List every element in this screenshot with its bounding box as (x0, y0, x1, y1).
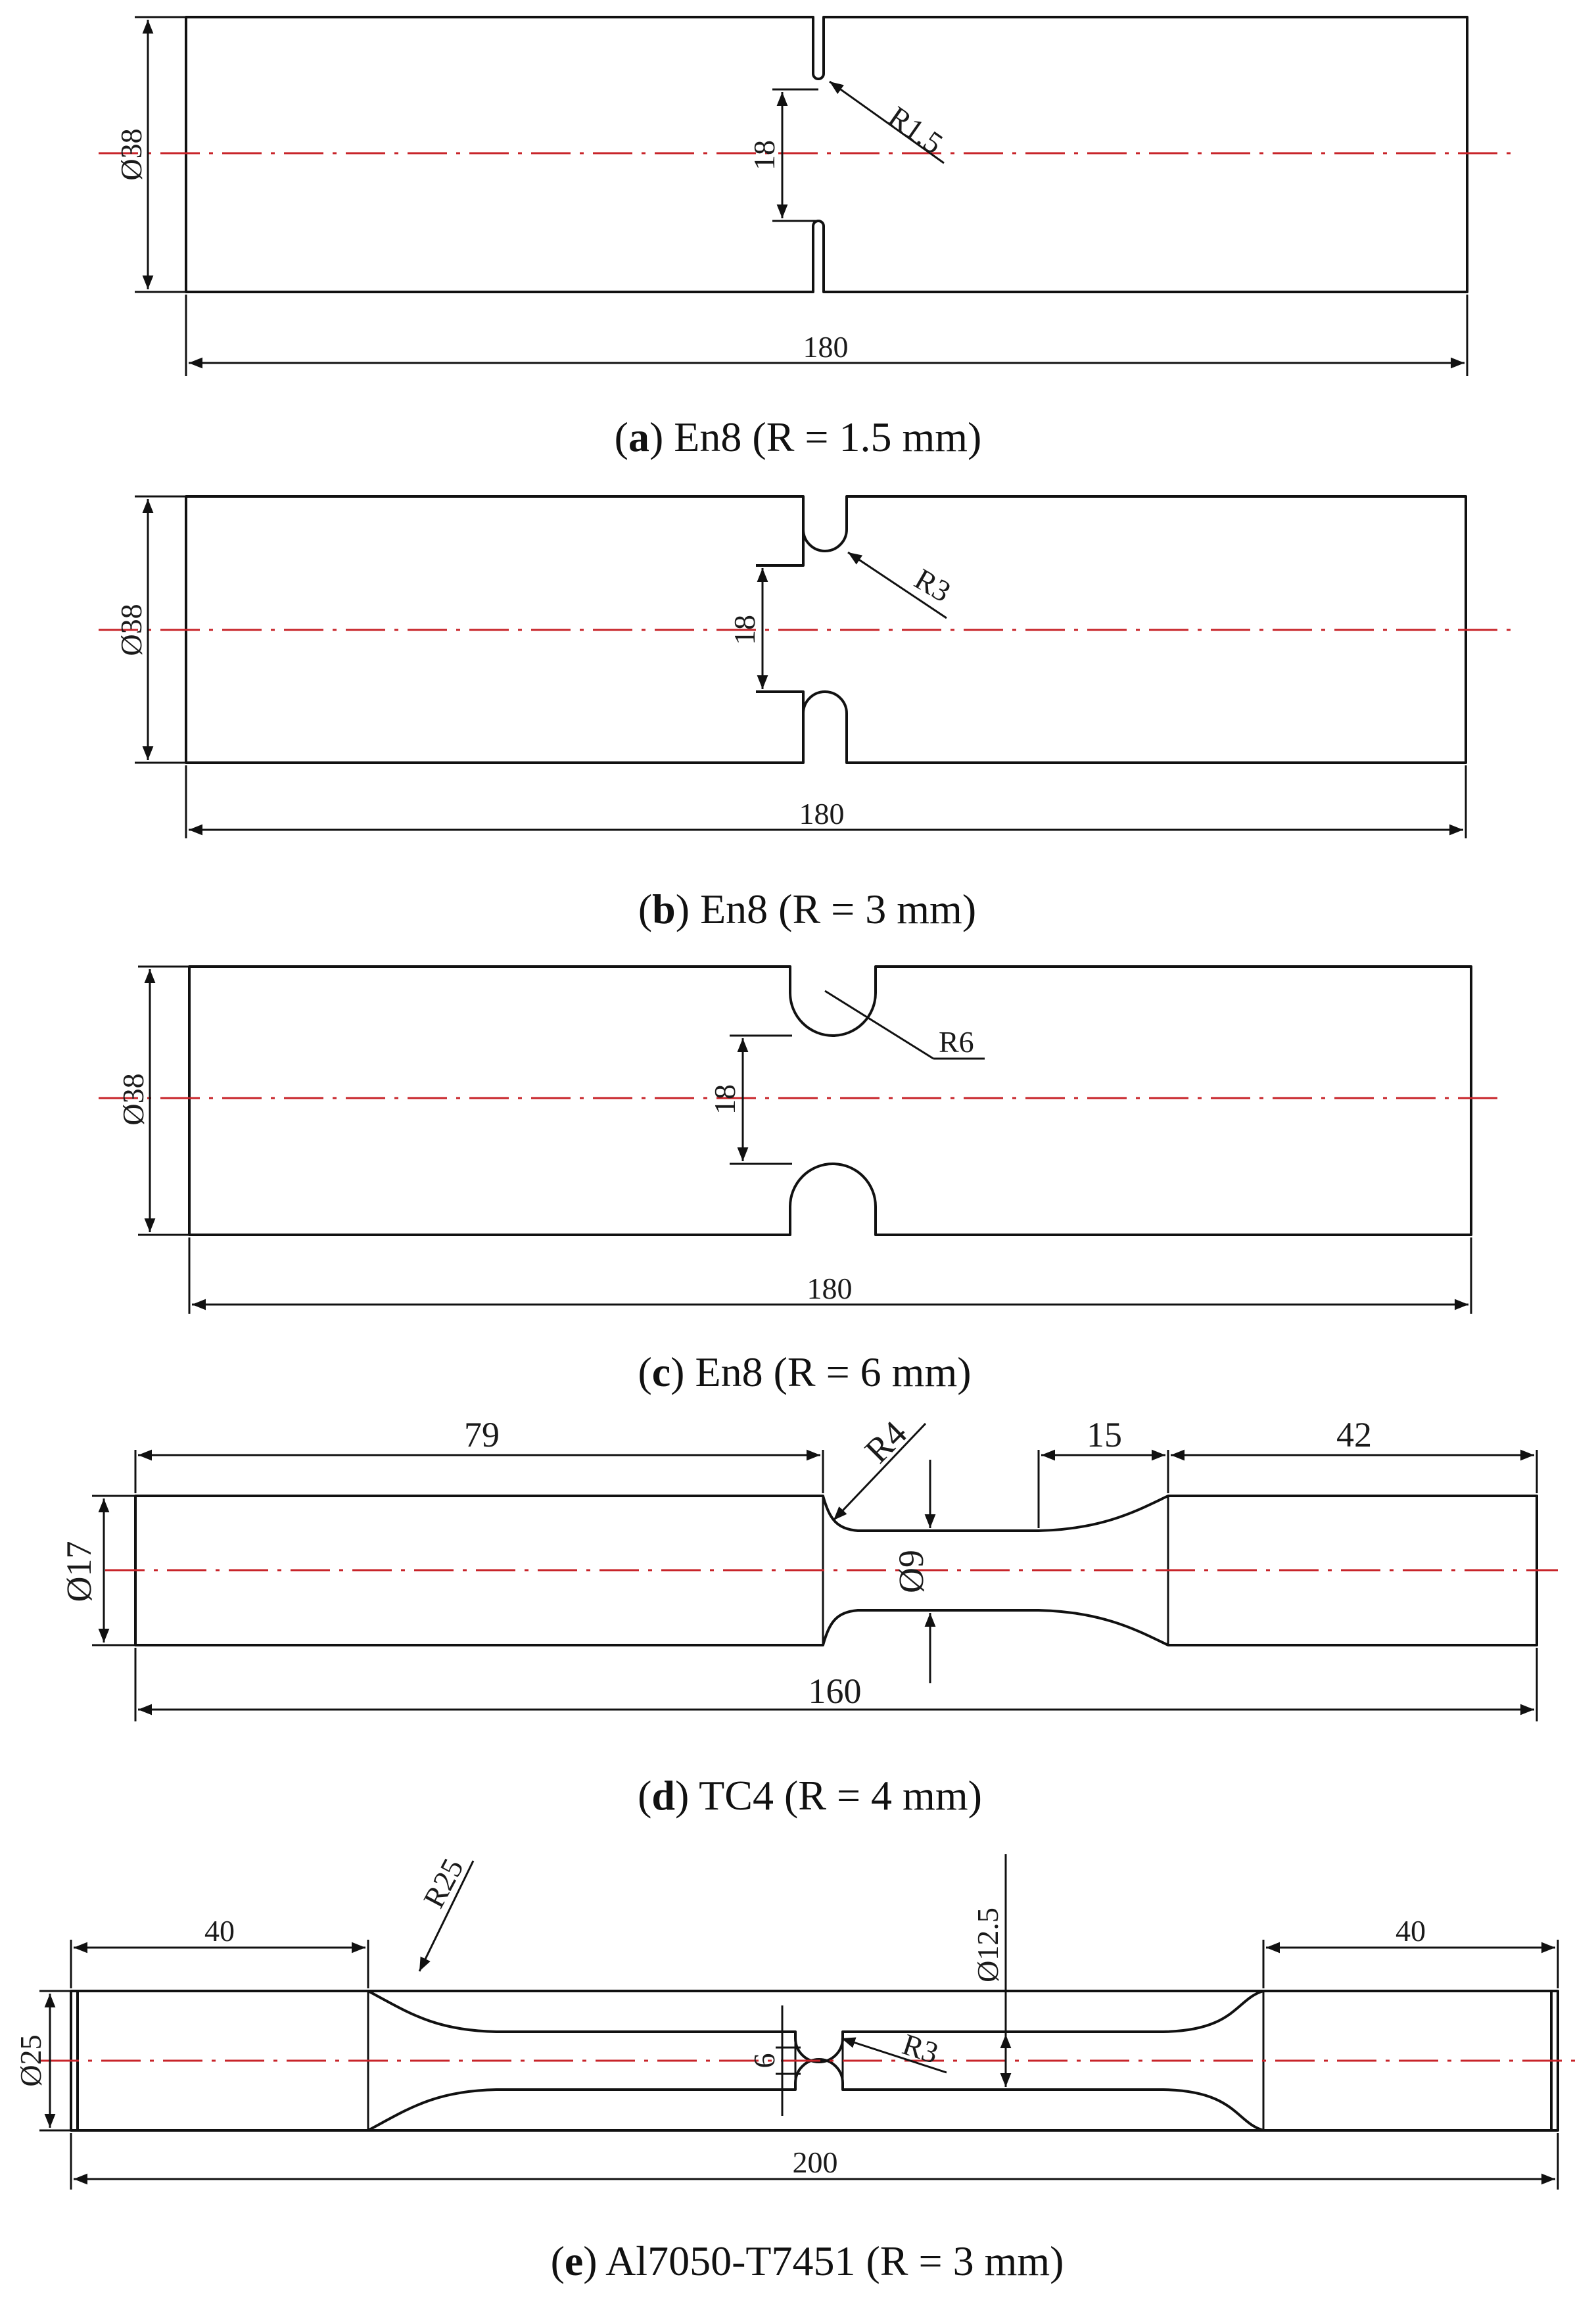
radius-leader-e (841, 2037, 947, 2074)
fillet-leader-e (418, 1860, 475, 1972)
caption-a: (a) En8 (R = 1.5 mm) (615, 414, 982, 460)
radius-leader-c (824, 990, 934, 1060)
radius-leader-d (832, 1422, 927, 1522)
length-label-c: 180 (807, 1272, 853, 1305)
diagram-e: 40 40 R25 Ø25 6 R3 Ø12.5 200 (e) Al7050-… (14, 1853, 1584, 2284)
length-label-a: 180 (803, 330, 849, 364)
neck-label-a: 18 (747, 140, 781, 170)
neck-label-d: Ø9 (891, 1550, 931, 1593)
radius-leader-b (847, 551, 947, 619)
specimen-outline-d (134, 1495, 1538, 1646)
right-length-label-e: 40 (1396, 1914, 1426, 1948)
diagram-a: Ø38 18 R1.5 180 (a) En8 (R = 1.5 mm) (99, 16, 1518, 460)
taper-label-d: 15 (1087, 1415, 1122, 1454)
radius-label-c: R6 (939, 1025, 974, 1059)
caption-d: (d) TC4 (R = 4 mm) (638, 1772, 982, 1819)
length-label-e: 200 (793, 2146, 838, 2179)
radius-label-d: R4 (857, 1413, 914, 1470)
caption-b: (b) En8 (R = 3 mm) (638, 886, 976, 932)
specimen-outline-c (188, 965, 1472, 1236)
radius-label-e: R3 (899, 2027, 943, 2070)
diameter-label-c: Ø38 (116, 1073, 150, 1125)
specimen-outline-e (70, 1990, 1559, 2132)
radius-leader-a (829, 80, 945, 164)
caption-e: (e) Al7050-T7451 (R = 3 mm) (551, 2238, 1064, 2284)
right-length-label-d: 42 (1336, 1415, 1372, 1454)
specimen-outline-a (185, 16, 1468, 293)
neck-label-e: 6 (747, 2053, 781, 2069)
fillet-label-e: R25 (417, 1853, 470, 1913)
length-label-b: 180 (799, 797, 845, 830)
caption-c: (c) En8 (R = 6 mm) (638, 1349, 971, 1395)
specimen-outline-b (185, 495, 1467, 764)
left-length-label-d: 79 (464, 1415, 500, 1454)
radius-label-a: R1.5 (882, 99, 949, 160)
diagram-b: Ø38 18 R3 180 (b) En8 (R = 3 mm) (99, 495, 1518, 932)
diameter-label-e: Ø25 (14, 2034, 47, 2086)
diameter-label-b: Ø38 (114, 604, 148, 656)
radius-label-b: R3 (909, 562, 956, 608)
neck-label-b: 18 (728, 615, 761, 645)
length-label-d: 160 (809, 1671, 862, 1711)
gauge-label-e: Ø12.5 (971, 1907, 1004, 1982)
neck-label-c: 18 (708, 1084, 741, 1115)
diameter-label-a: Ø38 (114, 128, 148, 180)
left-length-label-e: 40 (204, 1914, 235, 1948)
diagram-c: Ø38 18 R6 180 (c) En8 (R = 6 mm) (99, 965, 1505, 1395)
diagram-d: 79 15 42 R4 Ø17 Ø9 160 (d) TC4 (R = 4 mm… (59, 1413, 1558, 1819)
diameter-label-d: Ø17 (59, 1541, 99, 1602)
